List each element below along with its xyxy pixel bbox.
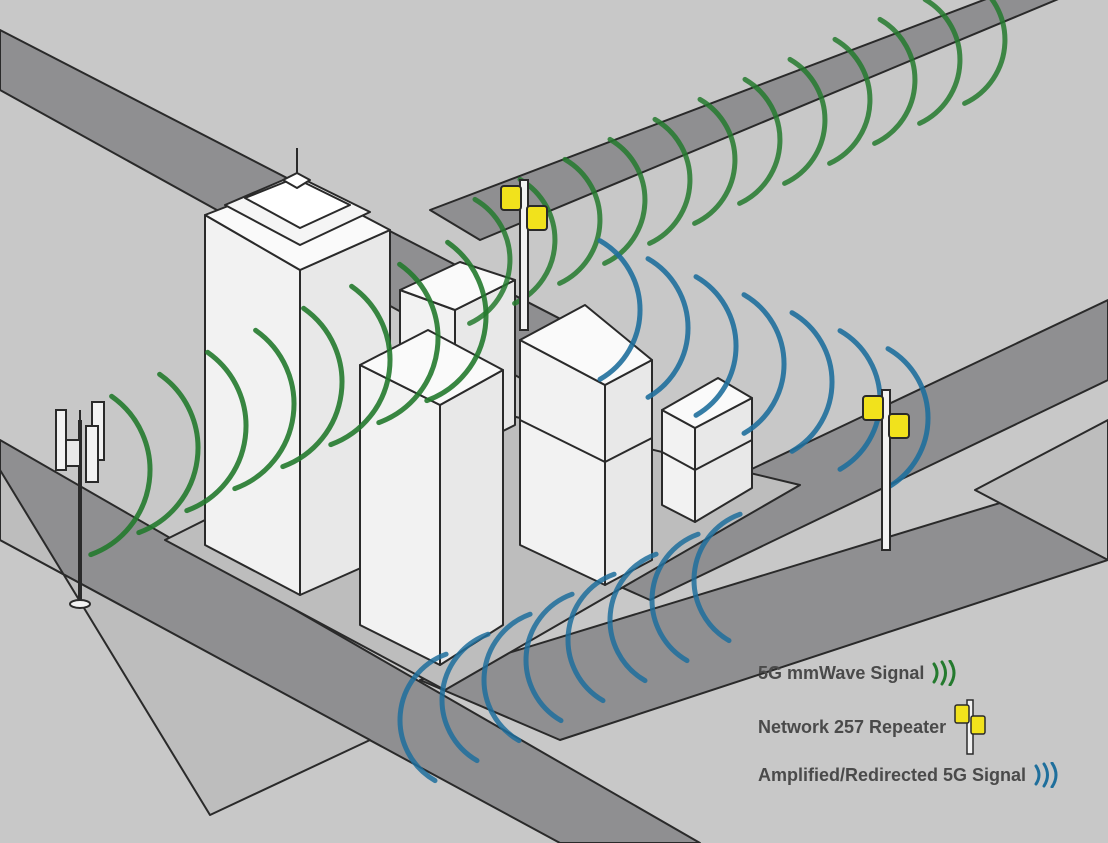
signal-wave-arc	[962, 0, 1008, 106]
signal-wave-arc	[523, 591, 575, 724]
building-right-mid	[519, 304, 653, 586]
signal-wave-arc	[136, 371, 201, 536]
legend-item-repeater: Network 257 Repeater	[758, 698, 988, 756]
signal-wave-arc	[645, 256, 691, 400]
signal-wave-arc	[232, 327, 297, 492]
signal-wave-arc	[184, 349, 249, 514]
signal-wave-arc	[424, 239, 489, 404]
signal-wave-arc	[741, 292, 787, 436]
signal-wave-arc	[557, 156, 603, 286]
signal-wave-arc	[649, 531, 701, 664]
legend-item-mmwave: 5G mmWave Signal	[758, 660, 960, 686]
signal-wave-arc	[872, 16, 918, 146]
signal-wave-arc	[789, 310, 835, 454]
sidewalk-corner-left	[0, 469, 371, 816]
signal-wave-arc	[328, 283, 393, 448]
building-front-tall	[359, 329, 504, 666]
building-small	[661, 377, 753, 523]
repeater-pole-icon	[954, 699, 986, 755]
signal-wave-arc	[565, 571, 617, 704]
green-signal-waves-icon	[932, 660, 956, 686]
signal-wave-arc	[692, 96, 738, 226]
legend-label-amplified: Amplified/Redirected 5G Signal	[758, 764, 1027, 785]
road-bottom-right	[419, 469, 1108, 741]
signal-wave-arc	[607, 551, 659, 684]
signal-wave-arc	[376, 261, 441, 426]
signal-wave-arc	[88, 393, 153, 558]
signal-wave-arc	[481, 611, 533, 744]
buildings	[204, 148, 753, 666]
amplified-signal-waves	[397, 238, 931, 784]
repeater-pole-icon	[862, 389, 910, 551]
legend-label-mmwave: 5G mmWave Signal	[758, 662, 925, 683]
legend-item-amplified: Amplified/Redirected 5G Signal	[758, 762, 1062, 788]
signal-wave-arc	[397, 651, 449, 784]
signal-wave-arc	[512, 176, 558, 306]
signal-wave-arc	[647, 116, 693, 246]
signal-wave-arc	[691, 511, 743, 644]
signal-wave-arc	[467, 196, 513, 326]
signal-wave-arc	[737, 76, 783, 206]
signal-wave-arc	[597, 238, 643, 382]
signal-wave-arc	[693, 274, 739, 418]
signal-wave-arc	[280, 305, 345, 470]
signal-wave-arc	[782, 56, 828, 186]
signal-wave-arc	[439, 631, 491, 764]
mmwave-signal-waves	[88, 0, 1008, 558]
signal-wave-arc	[917, 0, 963, 126]
cell-tower-icon	[55, 401, 105, 609]
signal-wave-arc	[602, 136, 648, 266]
signal-wave-arc	[827, 36, 873, 166]
signal-wave-arc	[885, 346, 931, 490]
sidewalk-corner-right	[974, 419, 1108, 561]
blue-signal-waves-icon	[1034, 762, 1058, 788]
repeater-pole-icon	[500, 179, 548, 331]
legend-label-repeater: Network 257 Repeater	[758, 716, 947, 737]
